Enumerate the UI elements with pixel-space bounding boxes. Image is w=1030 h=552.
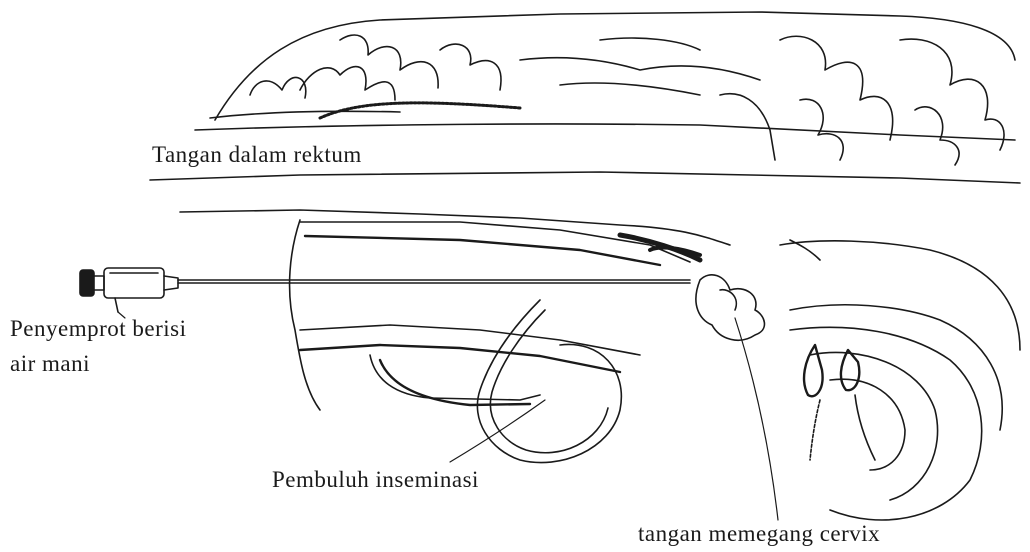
insemination-tube-drawing [477,300,621,463]
label-hand-holding-cervix: tangan memegang cervix [638,521,880,546]
label-syringe: Penyemprot berisi [10,316,187,341]
tube-leader-line [450,400,545,462]
label-syringe-cont: air mani [10,351,90,376]
syringe-drawing [80,268,690,312]
label-insemination-tube: Pembuluh inseminasi [272,467,479,492]
cervix-leader-line [735,318,778,520]
label-hand-in-rectum: Tangan dalam rektum [152,142,362,167]
